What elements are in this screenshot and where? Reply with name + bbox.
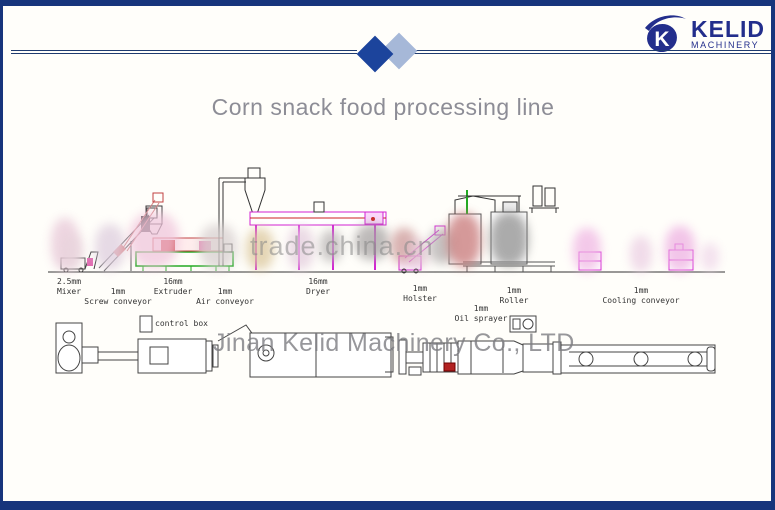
label-dryer-qty: 16mm	[308, 277, 328, 286]
kelid-logo-icon: K	[645, 15, 686, 53]
label-extruder-qty: 16mm	[163, 277, 183, 286]
label-screw-conveyor-name: Screw conveyor	[84, 297, 152, 306]
cooling-conveyor-drawing	[578, 243, 694, 271]
kelid-logo: K KELID MACHINERY	[641, 12, 771, 56]
label-air-conveyor-name: Air conveyor	[196, 297, 254, 306]
label-mixer: 2.5mm Mixer	[39, 277, 99, 297]
top-border-bar	[3, 0, 771, 6]
bottom-border-bar	[3, 501, 771, 510]
label-holster-qty: 1mm	[412, 284, 428, 293]
label-mixer-name: Mixer	[56, 287, 82, 296]
label-oil-sprayer-qty: 1mm	[473, 304, 489, 313]
company-name-overlay: Jinan Kelid Machinery Co., LTD	[213, 329, 575, 357]
roller-drawing	[448, 185, 559, 272]
divider-line-left	[11, 50, 357, 54]
site-watermark: trade.china.cn	[250, 231, 434, 261]
mixer-drawing	[60, 251, 99, 273]
logo-sub-text: MACHINERY	[691, 40, 760, 50]
label-control-box: control box	[155, 319, 208, 328]
label-air-conveyor: 1mm Air conveyor	[175, 287, 275, 307]
bottom-row-drawing	[55, 315, 716, 378]
label-extruder: 16mm Extruder	[138, 277, 208, 297]
label-air-conveyor-qty: 1mm	[217, 287, 233, 296]
page-title: Corn snack food processing line	[211, 94, 555, 120]
label-oil-sprayer-name: Oil sprayer	[454, 314, 508, 323]
label-screw-conveyor: 1mm Screw conveyor	[68, 287, 168, 307]
label-holster: 1mm Holster	[390, 284, 450, 304]
logo-brand-text: KELID	[691, 16, 765, 42]
label-dryer: 16mm Dryer	[288, 277, 348, 297]
divider-line-right	[413, 50, 771, 54]
label-cooling-conveyor: 1mm Cooling conveyor	[581, 286, 701, 306]
label-roller: 1mm Roller	[484, 286, 544, 306]
control-box-icon	[139, 315, 153, 333]
label-dryer-name: Dryer	[305, 287, 331, 296]
kelid-logo-text: KELID MACHINERY	[691, 16, 765, 51]
label-screw-conveyor-qty: 1mm	[110, 287, 126, 296]
oil-sprayer-icon	[509, 315, 537, 333]
label-mixer-qty: 2.5mm	[56, 277, 82, 286]
extruder-drawing	[122, 192, 234, 271]
label-roller-qty: 1mm	[506, 286, 522, 295]
label-cooling-conveyor-qty: 1mm	[633, 286, 649, 295]
label-roller-name: Roller	[499, 296, 529, 305]
label-oil-sprayer: 1mm Oil sprayer	[441, 304, 521, 324]
label-holster-name: Holster	[403, 294, 437, 303]
svg-text:K: K	[654, 28, 669, 51]
label-cooling-conveyor-name: Cooling conveyor	[602, 296, 680, 305]
label-extruder-name: Extruder	[153, 287, 193, 296]
